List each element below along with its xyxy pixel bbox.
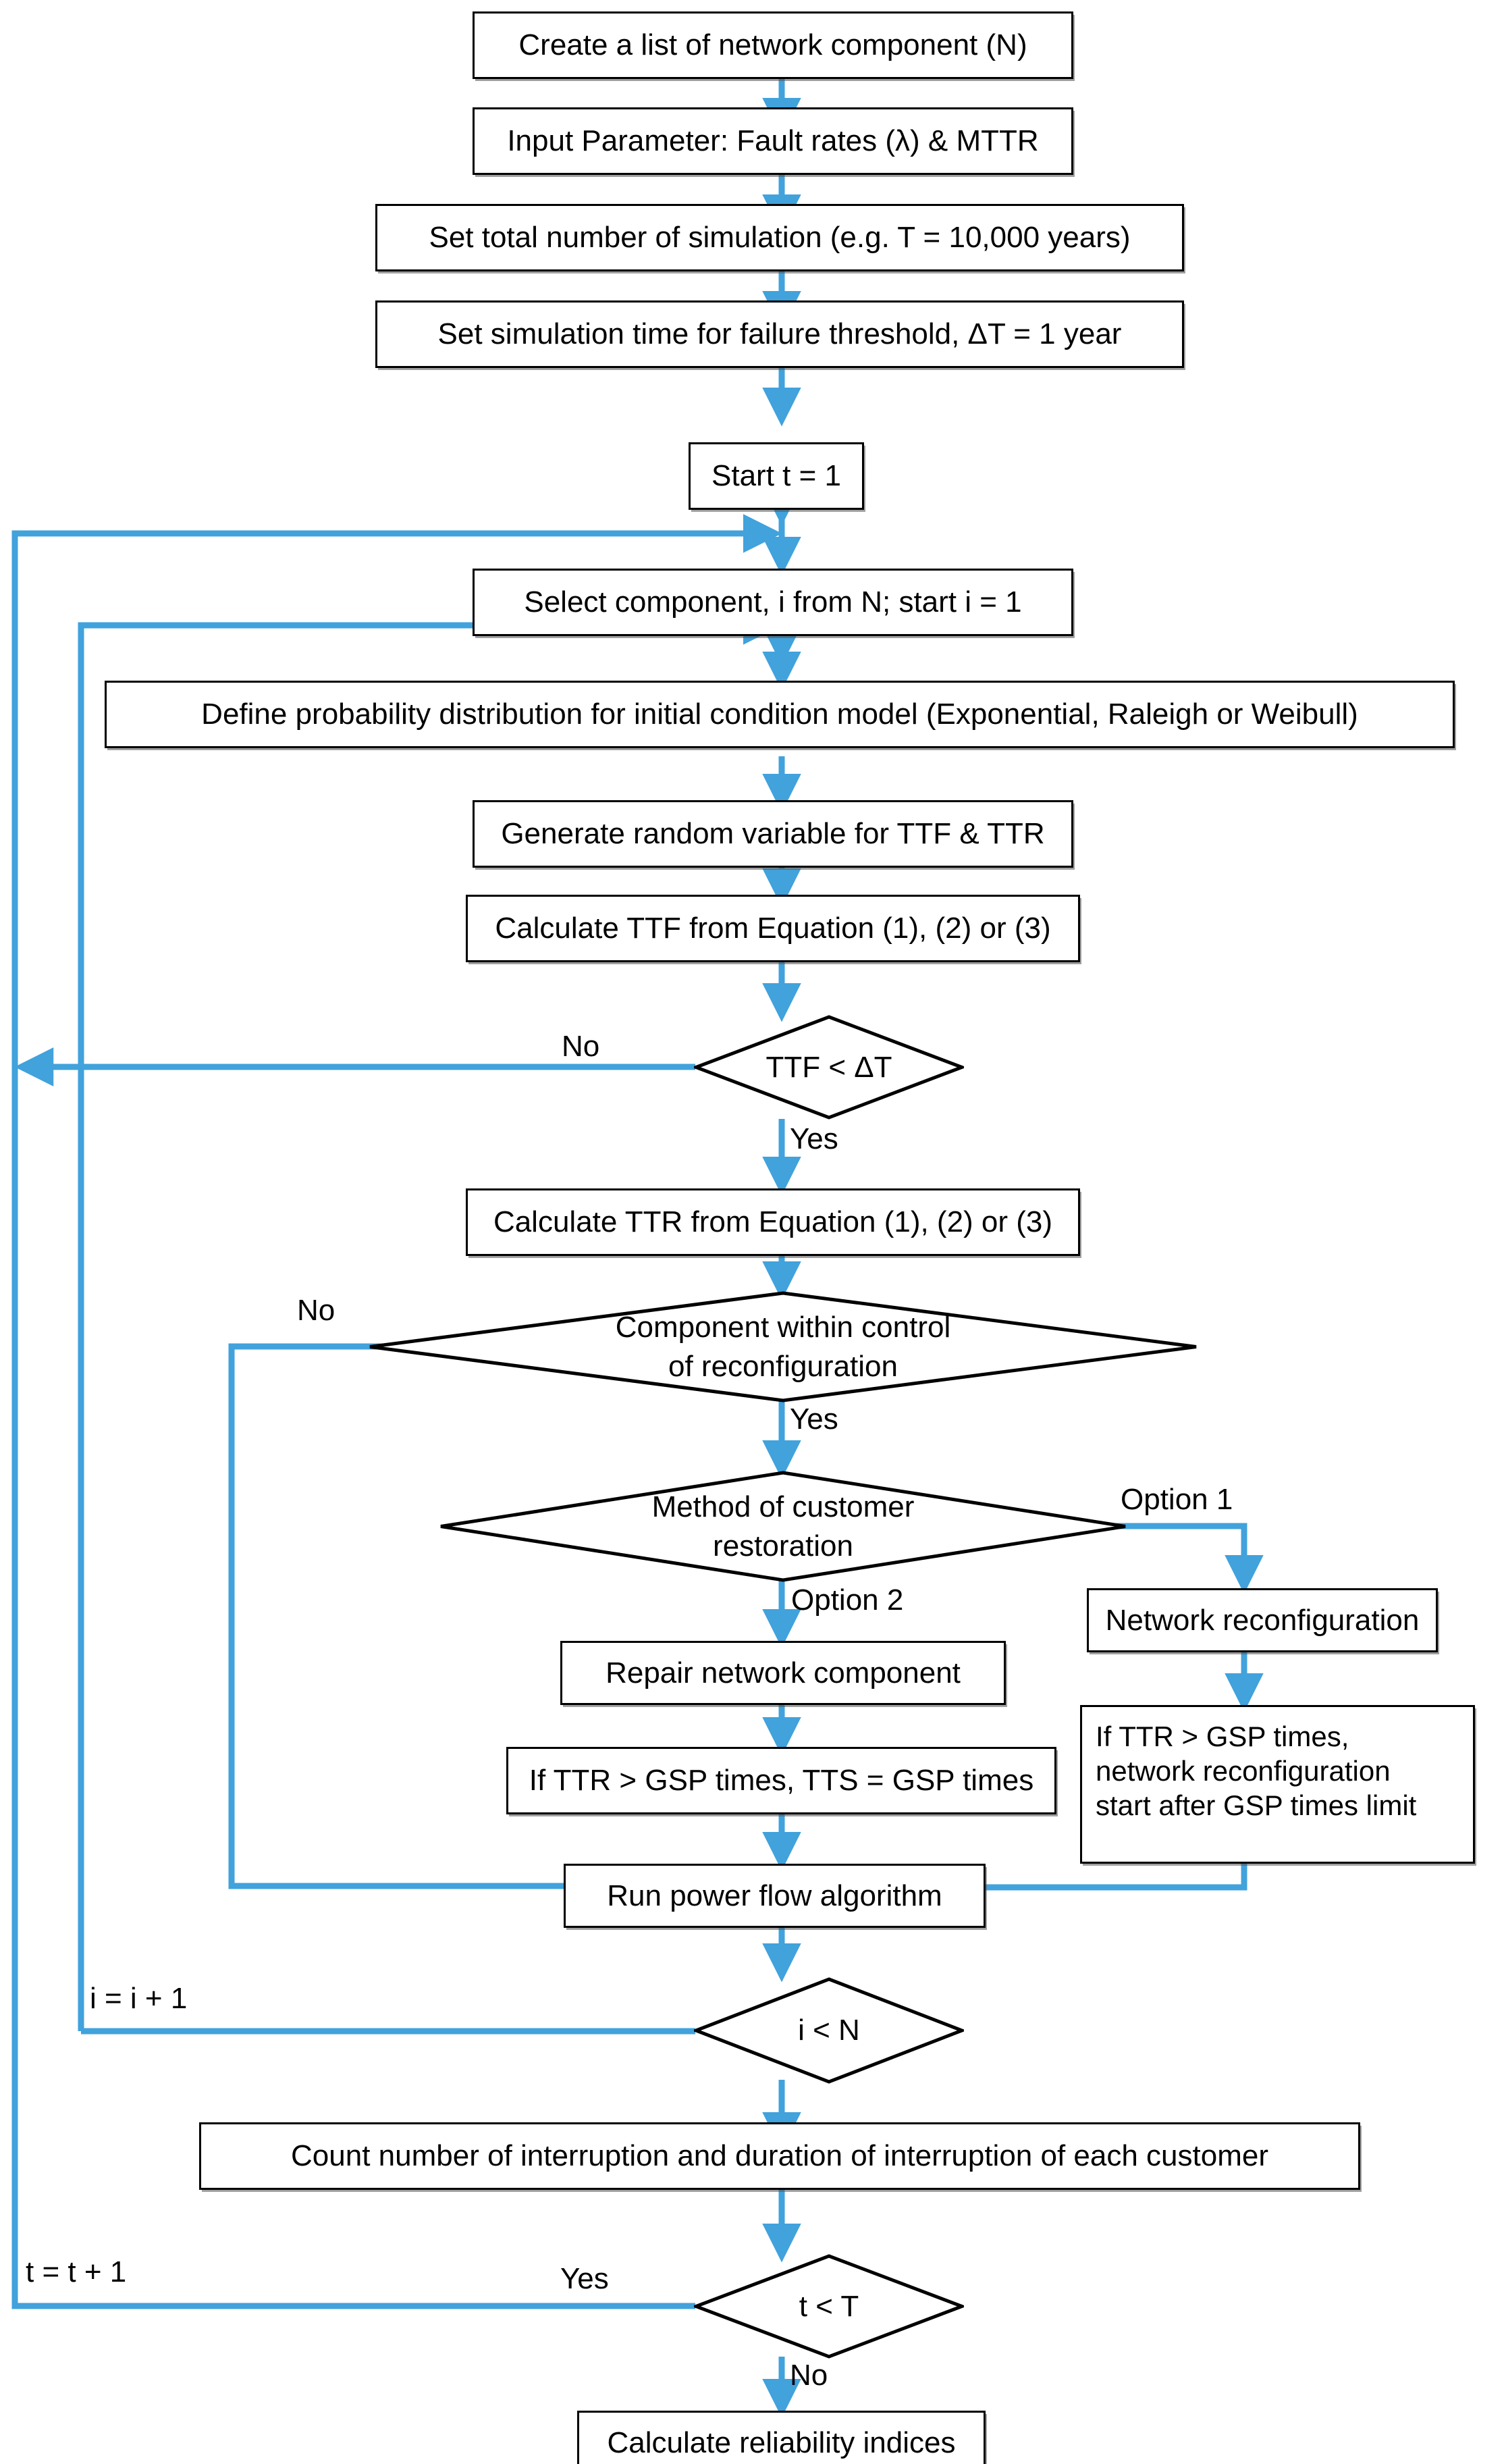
process-repair-network-component-label: Repair network component <box>606 1656 961 1689</box>
process-calculate-ttr-label: Calculate TTR from Equation (1), (2) or … <box>493 1205 1053 1239</box>
process-calculate-ttf-label: Calculate TTF from Equation (1), (2) or … <box>495 912 1051 945</box>
edge-label-t-no: No <box>790 2359 828 2392</box>
process-select-component[interactable]: Select component, i from N; start i = 1 <box>473 569 1073 636</box>
decision-component-reconfiguration-label: Component within control of reconfigurat… <box>368 1308 1198 1385</box>
decision-ttf-label: TTF < ΔT <box>766 1050 892 1084</box>
edge-label-reconfig-yes: Yes <box>790 1403 838 1436</box>
edge-label-t-yes: Yes <box>560 2262 609 2295</box>
process-set-failure-threshold[interactable]: Set simulation time for failure threshol… <box>375 300 1184 368</box>
process-input-parameter-label: Input Parameter: Fault rates (λ) & MTTR <box>507 124 1039 158</box>
diamond-shape <box>369 1291 1197 1403</box>
process-set-failure-threshold-label: Set simulation time for failure threshol… <box>437 317 1122 351</box>
process-network-reconfiguration-label: Network reconfiguration <box>1105 1603 1420 1637</box>
process-gsp-times-left-label: If TTR > GSP times, TTS = GSP times <box>529 1764 1034 1798</box>
process-set-total-simulations-label: Set total number of simulation (e.g. T =… <box>429 221 1131 255</box>
process-gsp-right-line1: If TTR > GSP times, <box>1096 1721 1349 1752</box>
process-run-power-flow[interactable]: Run power flow algorithm <box>564 1864 986 1928</box>
decision-method-of-restoration-label: Method of customer restoration <box>439 1488 1127 1565</box>
process-generate-random-variable-label: Generate random variable for TTF & TTR <box>501 817 1045 851</box>
decision-reconfig-line2: of reconfiguration <box>668 1349 898 1383</box>
process-start-t[interactable]: Start t = 1 <box>689 442 864 510</box>
process-count-interruptions[interactable]: Count number of interruption and duratio… <box>199 2122 1360 2190</box>
process-calculate-reliability-indices[interactable]: Calculate reliability indices <box>577 2411 986 2464</box>
decision-method-of-restoration[interactable]: Method of customer restoration <box>439 1471 1127 1582</box>
process-network-reconfiguration[interactable]: Network reconfiguration <box>1087 1588 1438 1652</box>
process-gsp-times-right[interactable]: If TTR > GSP times, network reconfigurat… <box>1080 1705 1475 1864</box>
edge-label-option-2: Option 2 <box>791 1583 904 1617</box>
diamond-shape <box>694 1015 964 1120</box>
decision-i-less-than-n-label: i < N <box>798 2014 860 2047</box>
edge-label-i-increment: i = i + 1 <box>90 1982 188 2015</box>
decision-ttf-less-than-delta-t[interactable]: TTF < ΔT <box>694 1015 964 1120</box>
edge-label-reconfig-no: No <box>297 1294 335 1327</box>
process-calculate-reliability-indices-label: Calculate reliability indices <box>607 2426 956 2459</box>
process-generate-random-variable[interactable]: Generate random variable for TTF & TTR <box>473 800 1073 868</box>
process-gsp-right-line2: network reconfiguration <box>1096 1755 1391 1787</box>
process-count-interruptions-label: Count number of interruption and duratio… <box>291 2139 1268 2173</box>
process-set-total-simulations[interactable]: Set total number of simulation (e.g. T =… <box>375 204 1184 271</box>
process-define-probability-distribution[interactable]: Define probability distribution for init… <box>105 681 1455 748</box>
process-repair-network-component[interactable]: Repair network component <box>560 1641 1006 1705</box>
decision-component-reconfiguration[interactable]: Component within control of reconfigurat… <box>368 1291 1198 1403</box>
decision-method-line2: restoration <box>713 1529 853 1563</box>
process-calculate-ttr[interactable]: Calculate TTR from Equation (1), (2) or … <box>466 1188 1080 1256</box>
decision-reconfig-line1: Component within control <box>615 1311 951 1344</box>
process-run-power-flow-label: Run power flow algorithm <box>607 1879 942 1912</box>
decision-t-less-than-t-label: t < T <box>799 2289 859 2323</box>
process-input-parameter[interactable]: Input Parameter: Fault rates (λ) & MTTR <box>473 107 1073 175</box>
decision-t-less-than-t[interactable]: t < T <box>694 2254 964 2359</box>
process-calculate-ttf[interactable]: Calculate TTF from Equation (1), (2) or … <box>466 895 1080 962</box>
edge-label-t-increment: t = t + 1 <box>26 2255 127 2288</box>
edge-label-ttf-yes: Yes <box>790 1122 838 1155</box>
edge-label-ttf-no: No <box>562 1030 600 1063</box>
edge-label-option-1: Option 1 <box>1121 1483 1233 1516</box>
diamond-shape <box>694 2254 964 2359</box>
decision-method-line1: Method of customer <box>651 1490 915 1524</box>
process-gsp-right-line3: start after GSP times limit <box>1096 1789 1417 1822</box>
diamond-shape <box>694 1977 964 2084</box>
decision-i-less-than-n[interactable]: i < N <box>694 1977 964 2084</box>
process-define-probability-distribution-label: Define probability distribution for init… <box>201 698 1358 731</box>
process-create-component-list[interactable]: Create a list of network component (N) <box>473 11 1073 79</box>
process-start-t-label: Start t = 1 <box>711 459 841 493</box>
process-gsp-times-left[interactable]: If TTR > GSP times, TTS = GSP times <box>506 1747 1056 1814</box>
process-select-component-label: Select component, i from N; start i = 1 <box>524 585 1022 619</box>
process-create-component-list-label: Create a list of network component (N) <box>518 28 1027 62</box>
diamond-shape <box>440 1471 1126 1582</box>
